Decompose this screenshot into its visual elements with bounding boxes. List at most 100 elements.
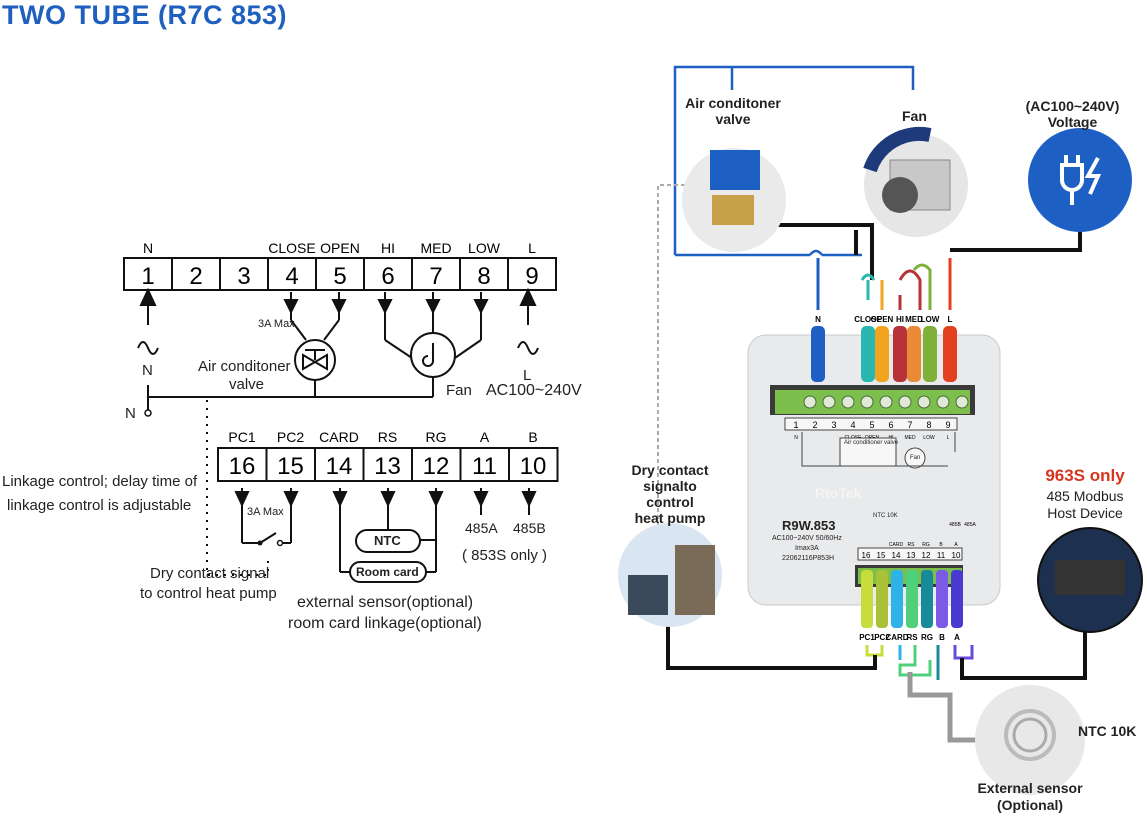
wire-l [943,326,957,382]
wire-open [875,326,889,382]
board-terminal-label: CARD [889,542,904,548]
valve-label-2: valve [229,376,265,393]
terminal-number: 12 [423,453,450,480]
terminal-label: LOW [468,240,501,256]
device-ntc: NTC 10K [873,513,898,519]
terminal-label: N [143,240,153,256]
external-sensor-title: External sensor(Optional) [977,780,1083,813]
terminal-label: PC1 [228,429,255,445]
terminal-label: MED [420,240,451,256]
terminal-2 [171,257,221,291]
board-terminal-number: 2 [812,420,817,430]
board-fan-text: Fan [910,455,921,461]
board-terminal-label: LOW [923,435,935,441]
board-terminal-number: 11 [937,551,946,560]
terminal-label: RS [378,429,397,445]
wire-label: PC1 [859,633,875,642]
terminal-label: B [528,429,537,445]
board-terminal-number: 7 [907,420,912,430]
dry-contact-text-1: Dry contact signal [150,565,270,582]
board-terminal-number: 6 [888,420,893,430]
ntc-sensor-photo [975,685,1085,795]
device-spec: AC100~240V 50/60Hz [772,535,842,542]
n-label: N [142,362,153,379]
screw [841,395,855,409]
l-arrow [519,287,537,306]
dry-contact-text-2: to control heat pump [140,585,277,602]
wire-n [811,326,825,382]
board-485-label: 485A [964,522,976,528]
board-terminal-number: 5 [869,420,874,430]
board-terminal-number: 16 [862,551,871,560]
n-label-2: N [125,405,136,422]
wire-label: OPEN [871,315,894,324]
screw [898,395,912,409]
terminal-label: OPEN [320,240,360,256]
linkage-text-1: Linkage control; delay time of [2,473,198,490]
terminal-10 [508,447,559,482]
wire-rg [921,570,933,628]
wire-label: CARD [885,633,908,642]
rs485a-label: 485A [465,520,498,536]
room-card-linkage-text: room card linkage(optional) [288,615,482,632]
terminal-number: 4 [285,263,298,290]
terminal-15 [265,447,316,482]
n-arrow [139,287,157,306]
board-terminal-number: 14 [892,551,901,560]
device-model: R9W.853 [782,518,836,533]
board-terminal-label: A [954,542,958,548]
page-title: TWO TUBE (R7C 853) [2,0,288,30]
voltage-title: (AC100~240V)Voltage [1025,98,1120,130]
terminal-4 [267,257,317,291]
terminal-number: 10 [520,453,547,480]
modbus-highlight: 963S only [1045,466,1125,485]
wire-med [907,326,921,382]
valve-max-label: 3A Max [258,318,295,330]
wire-close [861,326,875,382]
screw [936,395,950,409]
l-label: L [523,367,532,384]
terminal-number: 15 [277,453,304,480]
fan-title: Fan [902,108,927,124]
valve-label-1: Air conditoner [198,358,291,375]
board-terminal-label: N [794,435,798,441]
wire-label: A [954,633,960,642]
board-485-label: 485B [949,522,961,528]
board-terminal-number: 10 [952,551,961,560]
terminal-number: 1 [141,263,154,290]
room-card-box [349,561,427,583]
853s-only-label: ( 853S only ) [462,547,548,564]
board-terminal-number: 13 [907,551,916,560]
terminal-number: 3 [237,263,250,290]
screw [803,395,817,409]
room-card-label: Room card [356,565,419,579]
screw [917,395,931,409]
wire-b [936,570,948,628]
wire-hi [893,326,907,382]
wire-pc2 [876,570,888,628]
terminal-label: HI [381,240,395,256]
board-terminal-number: 15 [877,551,886,560]
rs485b-label: 485B [513,520,546,536]
relay-max-label: 3A Max [247,506,284,518]
terminal-3 [219,257,269,291]
wire-a [951,570,963,628]
wire-label: RG [921,633,933,642]
terminal-label: PC2 [277,429,304,445]
screw [955,395,969,409]
wire-label: CLOSE [854,315,882,324]
wire-label: HI [896,315,904,324]
board-terminal-number: 4 [850,420,855,430]
external-sensor-text: external sensor(optional) [297,594,474,611]
device-brand: RtoTek [815,485,862,501]
wire-card [891,570,903,628]
terminal-number: 2 [189,263,202,290]
terminal-6 [363,257,413,291]
ntc-box [355,529,421,553]
terminal-number: 5 [333,263,346,290]
